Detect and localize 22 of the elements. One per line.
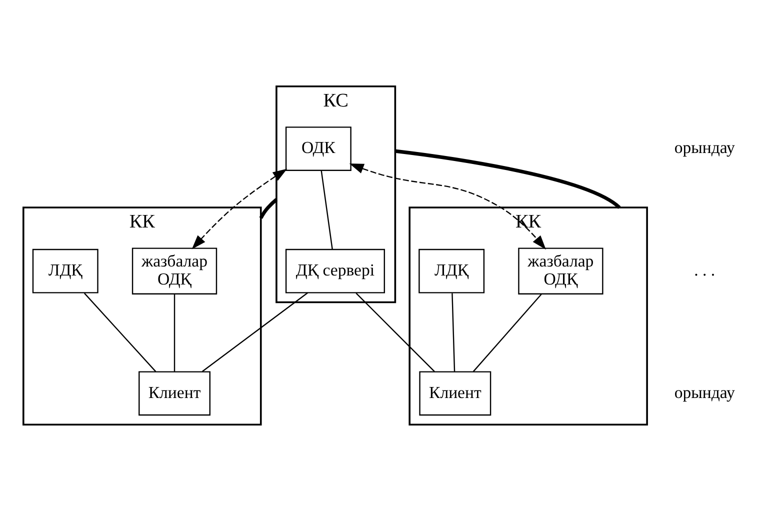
arrow [192,168,288,250]
node-box: ДҚ сервері [285,248,385,294]
connector [259,198,278,219]
connector [452,293,456,372]
node-box: Клиент [419,371,492,416]
label: орындау [674,382,735,402]
connector [320,170,333,250]
connector [394,149,621,209]
node-box: Клиент [138,371,210,416]
arrow [349,163,546,250]
node-box: ЛДҚ [418,248,485,294]
connector [356,292,435,372]
label: орындау [674,138,735,158]
connector [174,294,176,372]
node-box: ЛДҚ [32,248,98,294]
node-box: жазбалар ОДҚ [132,248,218,294]
connector [84,292,156,372]
connector [202,292,308,372]
connector [472,294,542,372]
node-box: жазбалар ОДҚ [518,248,604,294]
node-box: ОДК [285,126,352,171]
label: . . . [694,260,716,280]
